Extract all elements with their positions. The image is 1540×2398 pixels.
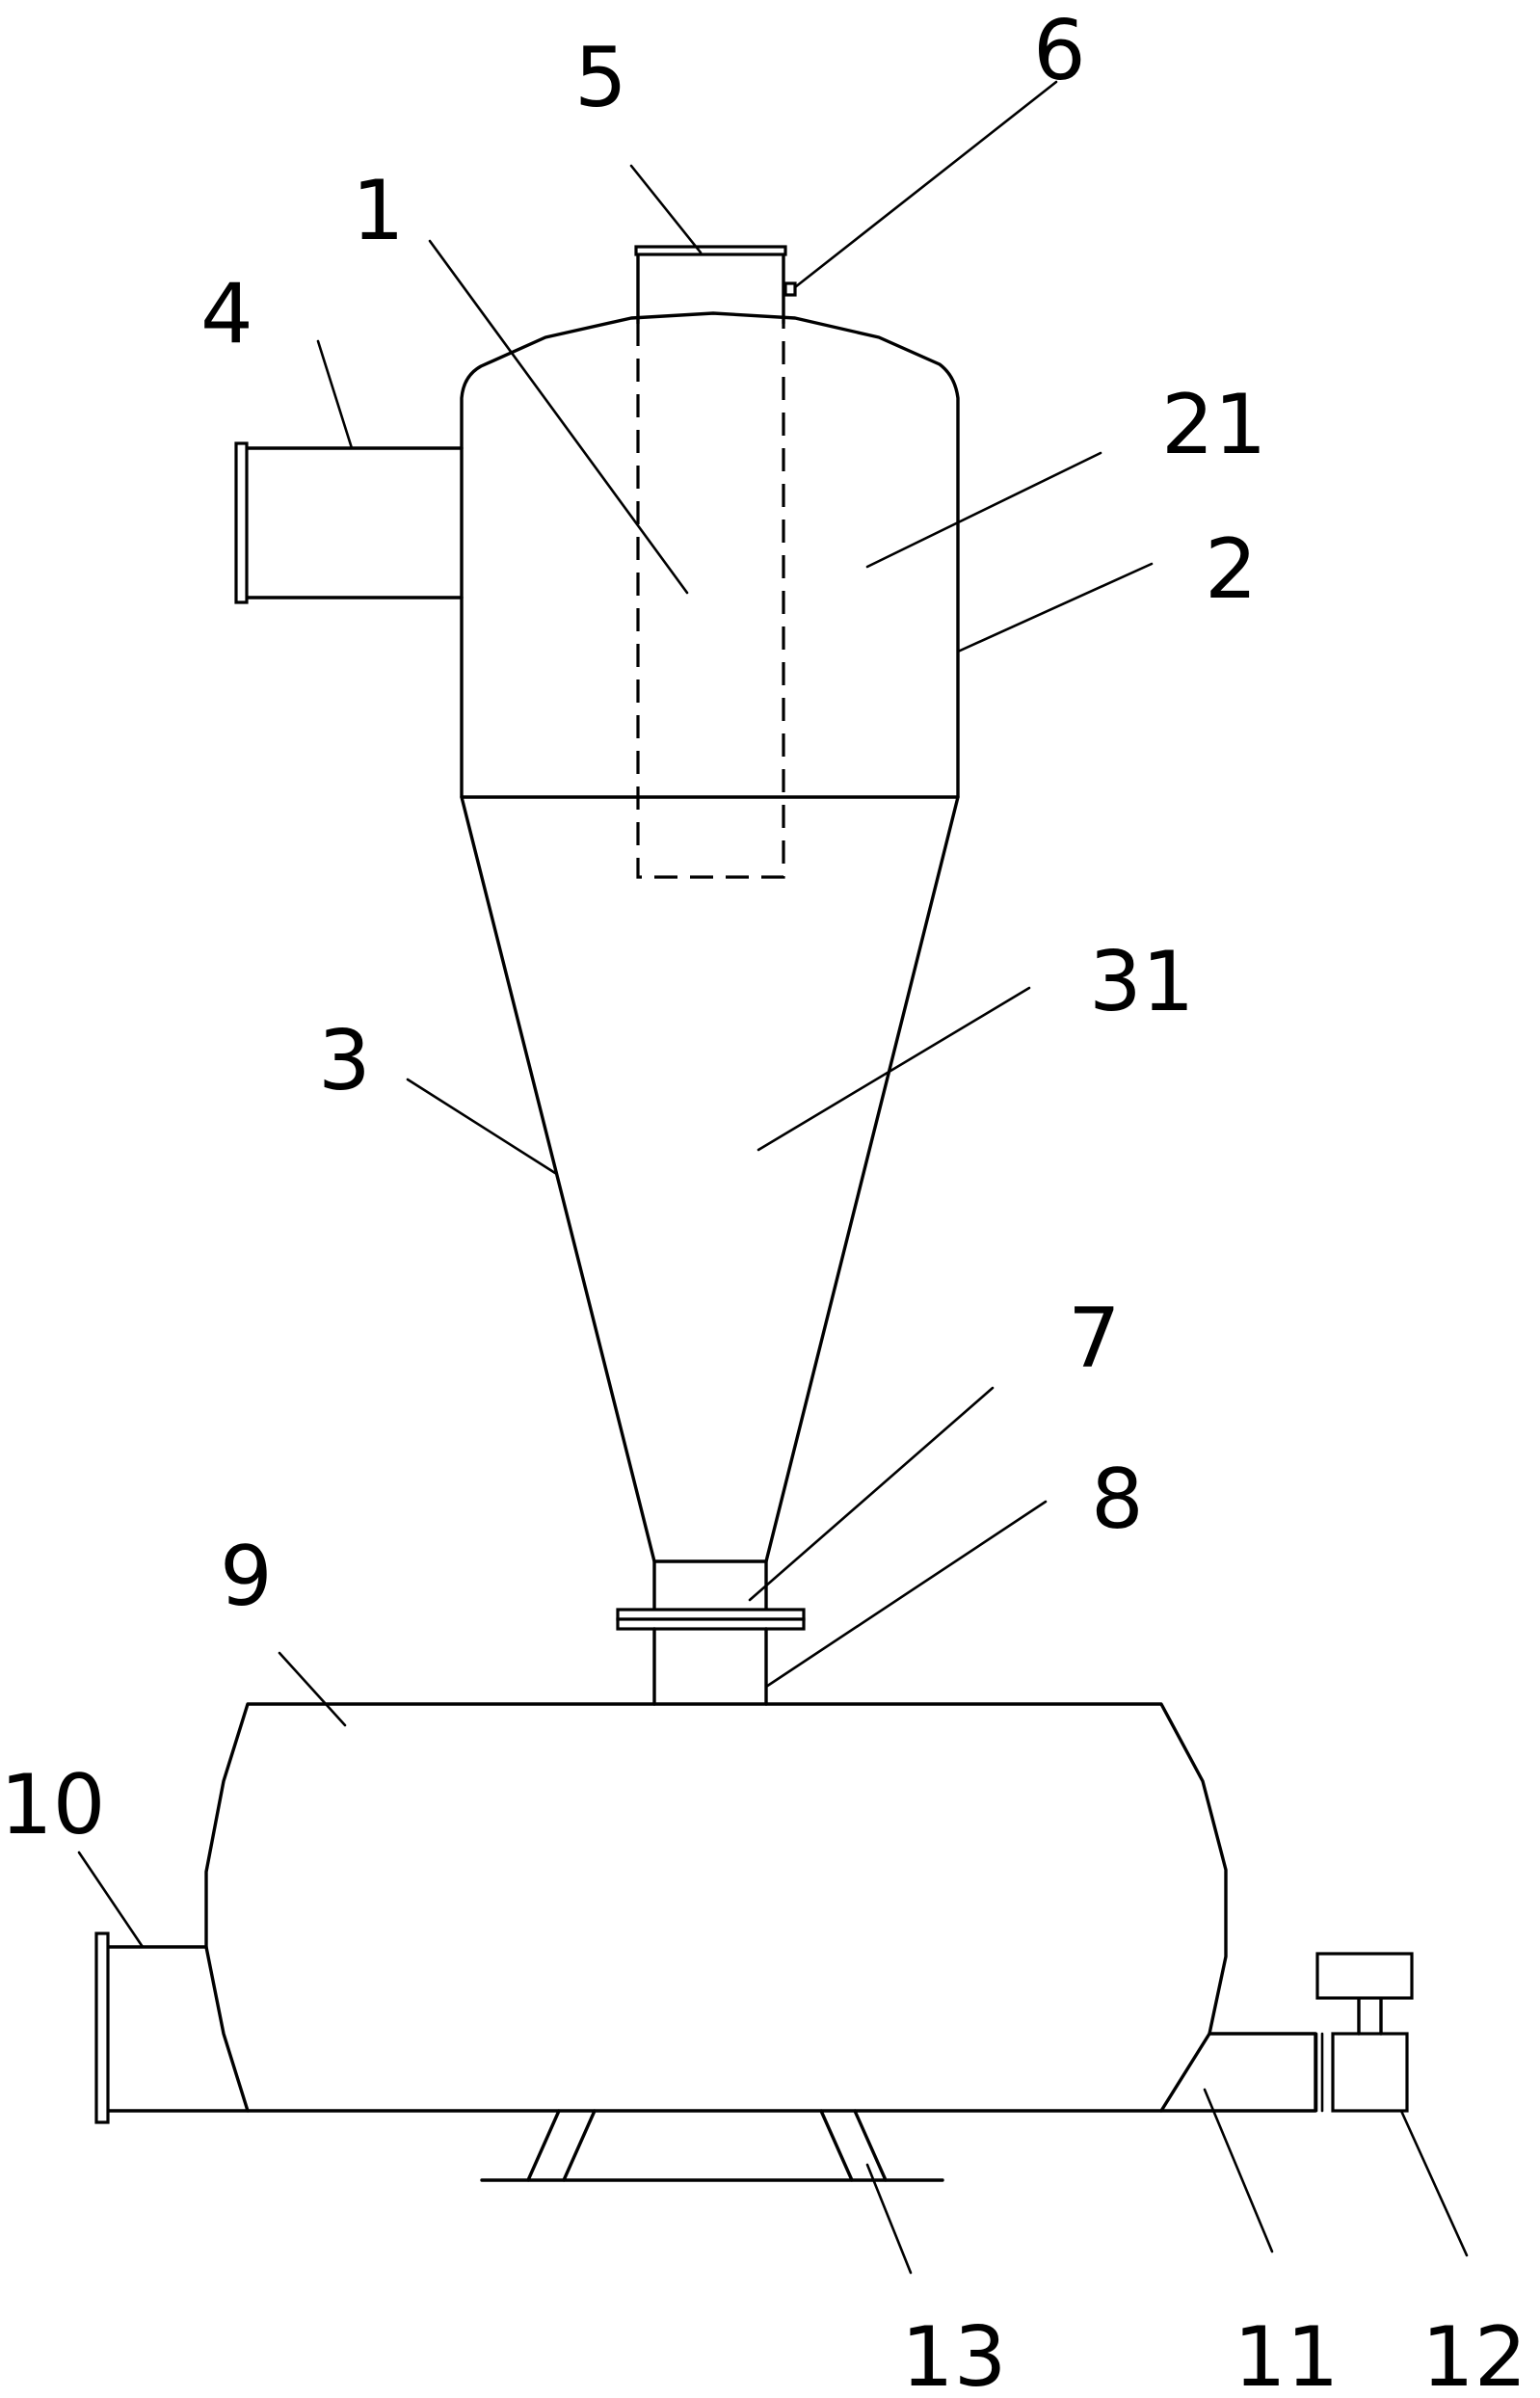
valve-stem bbox=[1357, 1996, 1383, 2036]
leader-8 bbox=[764, 1500, 1048, 1689]
valve-body bbox=[1331, 2032, 1409, 2113]
leader-9 bbox=[278, 1651, 347, 1727]
leader-7 bbox=[748, 1386, 995, 1602]
label-21: 21 bbox=[1161, 377, 1266, 473]
label-6: 6 bbox=[1033, 3, 1086, 99]
left-outlet-flange bbox=[94, 1932, 110, 2124]
label-2: 2 bbox=[1205, 521, 1258, 618]
underflow-pipe-upper bbox=[652, 1559, 768, 1612]
label-3: 3 bbox=[318, 1013, 371, 1109]
leader-2 bbox=[956, 562, 1154, 653]
leader-4 bbox=[316, 339, 354, 450]
label-11: 11 bbox=[1234, 2309, 1339, 2398]
label-4: 4 bbox=[200, 266, 253, 362]
leader-1 bbox=[428, 239, 689, 595]
label-9: 9 bbox=[220, 1529, 273, 1625]
valve-handwheel bbox=[1315, 1952, 1414, 2000]
leader-11 bbox=[1203, 2088, 1274, 2253]
label-7: 7 bbox=[1068, 1291, 1121, 1387]
label-5: 5 bbox=[574, 30, 627, 126]
leader-31 bbox=[757, 986, 1031, 1152]
collection-tank bbox=[204, 1702, 1228, 2113]
cylinder-body bbox=[460, 311, 960, 799]
outlet-cap bbox=[634, 245, 787, 256]
leader-21 bbox=[865, 451, 1102, 569]
support-leg-left bbox=[526, 2109, 597, 2182]
label-10: 10 bbox=[0, 1757, 105, 1853]
leader-12 bbox=[1399, 2109, 1469, 2257]
label-13: 13 bbox=[901, 2309, 1006, 2398]
label-12: 12 bbox=[1421, 2309, 1527, 2398]
left-outlet-pipe bbox=[104, 1945, 250, 2113]
support-leg-right bbox=[819, 2109, 888, 2182]
small-fitting bbox=[783, 281, 797, 297]
leader-13 bbox=[865, 2163, 913, 2275]
leader-3 bbox=[406, 1078, 557, 1175]
underflow-pipe-lower bbox=[652, 1627, 768, 1706]
inlet-flange bbox=[234, 441, 249, 604]
connection-flange-lower bbox=[616, 1617, 806, 1631]
leader-5 bbox=[629, 164, 703, 254]
inlet-pipe bbox=[241, 446, 464, 600]
label-1: 1 bbox=[352, 163, 405, 259]
leader-10 bbox=[77, 1851, 145, 1949]
label-8: 8 bbox=[1091, 1452, 1144, 1548]
label-31: 31 bbox=[1089, 934, 1194, 1030]
leader-6 bbox=[793, 80, 1058, 289]
overflow-pipe-hidden bbox=[636, 323, 785, 879]
cone-body bbox=[460, 795, 960, 1563]
